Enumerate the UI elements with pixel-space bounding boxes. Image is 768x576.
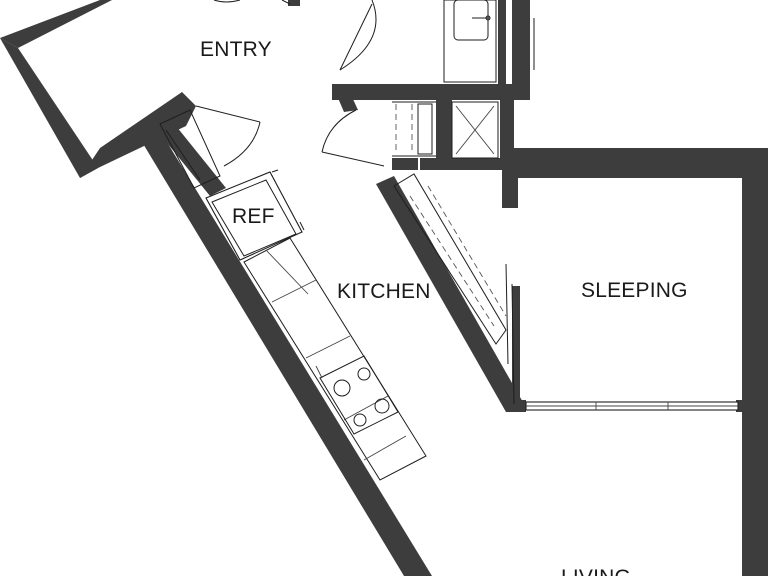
wall-corridor-b xyxy=(500,100,514,168)
wall-closet-jamb xyxy=(150,116,226,196)
refrigerator xyxy=(205,171,303,261)
wall-corridor-a xyxy=(436,100,452,168)
wall-entry-stub xyxy=(288,0,300,6)
wall-sleeping-north xyxy=(514,148,768,178)
room-label-kitchen: KITCHEN xyxy=(337,280,431,303)
bath-door-swing xyxy=(321,109,357,153)
room-label-ref: REF xyxy=(232,205,275,228)
cooktop xyxy=(319,355,399,435)
wall-bath-east-2 xyxy=(498,0,506,84)
wall-west-exterior xyxy=(142,134,432,576)
wardrobe xyxy=(393,173,515,405)
bathroom-fixtures xyxy=(392,0,535,159)
shower xyxy=(451,101,499,159)
wall-sleeping-west xyxy=(512,286,520,406)
vanity xyxy=(443,0,497,83)
wall-entry-west xyxy=(0,38,98,178)
entry-door-swing xyxy=(339,0,377,71)
burner xyxy=(374,398,390,414)
doors xyxy=(195,0,385,167)
kitchen-fixtures xyxy=(205,169,427,481)
wall-sleeping-south-east xyxy=(736,400,748,412)
entry-door-leaf xyxy=(339,3,373,71)
burner xyxy=(357,367,371,381)
wall-bath-east xyxy=(512,0,530,100)
sliding-door xyxy=(525,401,739,411)
wall-east-exterior xyxy=(742,148,768,576)
burner xyxy=(353,413,367,427)
bath-door-leaf xyxy=(321,151,385,167)
wall-sleeping-south-jamb xyxy=(506,400,526,412)
wall-bath-south xyxy=(332,84,526,100)
wall-entry-south xyxy=(80,92,196,178)
burner xyxy=(333,379,351,397)
wall-entry-north xyxy=(0,0,112,48)
wall-corridor-d xyxy=(392,158,418,170)
kitchen-counter xyxy=(243,237,427,481)
room-label-entry: ENTRY xyxy=(200,38,272,61)
wall-corridor-c xyxy=(420,158,516,170)
wall-sleeping-west-stub xyxy=(502,168,518,208)
entry-closet xyxy=(159,109,221,189)
room-label-sleeping: SLEEPING xyxy=(581,279,688,302)
closet-door-swing xyxy=(223,121,261,167)
room-label-living: LIVING xyxy=(561,566,631,576)
wall-kitchen-sleeping xyxy=(376,176,524,412)
closet-door-leaf xyxy=(195,105,261,123)
wall-bath-jamb xyxy=(332,84,358,112)
sink-basin xyxy=(453,0,489,41)
